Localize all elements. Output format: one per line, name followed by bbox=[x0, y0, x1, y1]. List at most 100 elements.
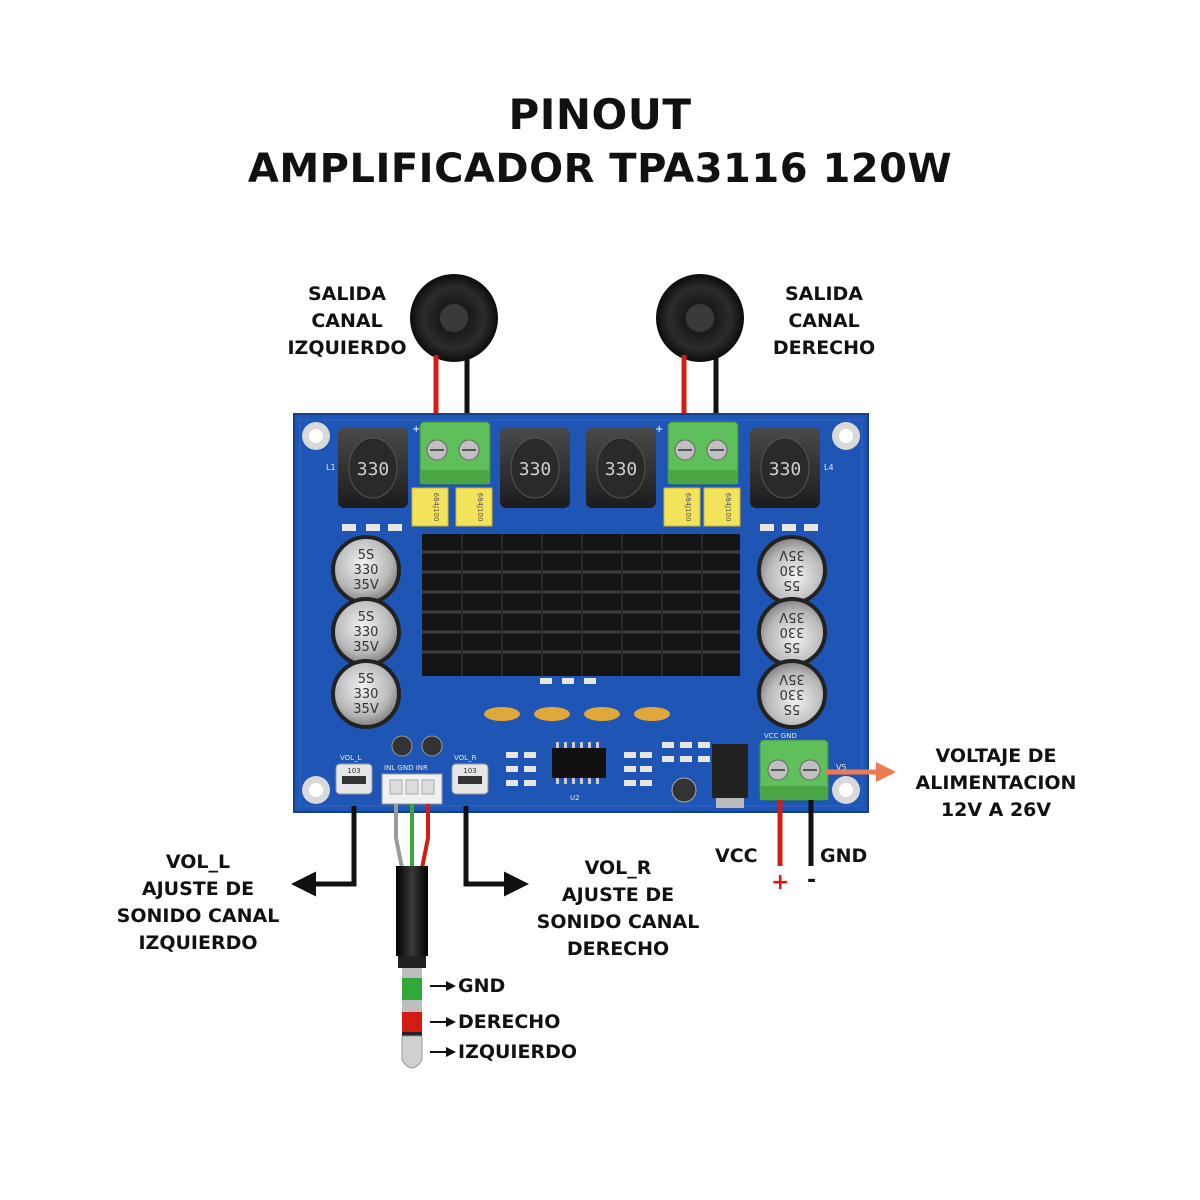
film-cap-marking: 684J100 bbox=[476, 493, 484, 522]
mounting-holes bbox=[302, 422, 860, 804]
pot-value: 103 bbox=[347, 767, 360, 775]
vol-left-line-4: IZQUIERDO bbox=[138, 932, 258, 954]
cap-marking: 35V bbox=[353, 640, 379, 655]
left-speaker bbox=[410, 274, 498, 362]
right-output-line-2: CANAL bbox=[788, 310, 860, 332]
left-output-terminal: + bbox=[412, 421, 491, 485]
heatsink bbox=[422, 534, 740, 676]
power-input-line-2: ALIMENTACION bbox=[915, 772, 1077, 794]
inductor-l2: 330 bbox=[500, 428, 570, 508]
cap-marking: 330 bbox=[354, 625, 379, 640]
capacitor-right-3: 5S 330 35V bbox=[757, 659, 827, 729]
cap-marking: 330 bbox=[354, 687, 379, 702]
vol-l-arrow bbox=[291, 806, 357, 897]
plus-mark: + bbox=[412, 424, 420, 435]
cap-marking: 35V bbox=[779, 609, 805, 624]
film-capacitors: 684J100 684J100 684J100 684J100 bbox=[411, 487, 741, 527]
silk-input-pins: INL GND INR bbox=[384, 764, 428, 772]
cap-marking: 5S bbox=[784, 701, 801, 716]
vol-right-label: VOL_R AJUSTE DE SONIDO CANAL DERECHO bbox=[520, 855, 716, 963]
vol-left-line-3: SONIDO CANAL bbox=[116, 905, 280, 927]
silk-chip: U2 bbox=[570, 794, 580, 802]
cap-marking: 35V bbox=[779, 547, 805, 562]
input-connector: INL GND INR bbox=[381, 764, 443, 805]
right-output-label: SALIDA CANAL DERECHO bbox=[740, 281, 908, 362]
capacitor-left-1: 5S 330 35V bbox=[331, 535, 401, 605]
right-output-line-3: DERECHO bbox=[772, 337, 876, 359]
jack-right-label: DERECHO bbox=[458, 1011, 561, 1033]
cap-marking: 330 bbox=[780, 624, 805, 639]
smd-ovals bbox=[484, 707, 670, 721]
pot-value: 103 bbox=[463, 767, 476, 775]
right-output-line-1: SALIDA bbox=[784, 283, 864, 305]
cap-marking: 5S bbox=[358, 548, 375, 563]
cap-marking: 5S bbox=[784, 577, 801, 592]
film-cap-marking: 684J100 bbox=[724, 493, 732, 522]
inductor-l1: 330 bbox=[338, 428, 408, 508]
title-line-1: PINOUT bbox=[508, 90, 692, 139]
power-input-line-3: 12V A 26V bbox=[940, 799, 1052, 821]
minus-sign: - bbox=[807, 868, 817, 893]
plus-sign: + bbox=[771, 870, 790, 895]
film-cap-marking: 684J100 bbox=[432, 493, 440, 522]
silk-power-pins: VCC GND bbox=[764, 732, 797, 740]
electrolytic-capacitors: 5S 330 35V 5S 330 35V 5S 330 35V 5S 330 … bbox=[331, 535, 827, 729]
capacitor-left-3: 5S 330 35V bbox=[331, 659, 401, 729]
cap-marking: 35V bbox=[353, 702, 379, 717]
audio-jack bbox=[396, 866, 428, 1069]
jack-gnd-label: GND bbox=[458, 975, 506, 997]
inductors: 330 330 330 330 L1 L4 bbox=[326, 428, 834, 508]
cap-marking: 5S bbox=[358, 610, 375, 625]
vol-right-line-1: VOL_R bbox=[584, 857, 652, 879]
small-capacitors bbox=[391, 735, 697, 803]
vol-right-line-2: AJUSTE DE bbox=[561, 884, 675, 906]
cap-marking: 330 bbox=[354, 563, 379, 578]
right-output-terminal: + bbox=[655, 421, 739, 485]
inductor-marking: 330 bbox=[357, 459, 390, 480]
capacitor-right-2: 5S 330 35V bbox=[757, 597, 827, 667]
cap-marking: 35V bbox=[353, 578, 379, 593]
capacitor-right-1: 5S 330 35V bbox=[757, 535, 827, 605]
vol-r-potentiometer: 103 VOL_R bbox=[451, 754, 489, 795]
power-wires bbox=[777, 800, 814, 866]
power-input-label: VOLTAJE DE ALIMENTACION 12V A 26V bbox=[896, 743, 1096, 824]
left-output-line-2: CANAL bbox=[311, 310, 383, 332]
film-cap-marking: 684J100 bbox=[684, 493, 692, 522]
left-output-label: SALIDA CANAL IZQUIERDO bbox=[262, 281, 432, 362]
cap-marking: 5S bbox=[358, 672, 375, 687]
vol-left-label: VOL_L AJUSTE DE SONIDO CANAL IZQUIERDO bbox=[100, 849, 296, 957]
inductor-marking: 330 bbox=[769, 459, 802, 480]
cap-marking: 35V bbox=[779, 671, 805, 686]
jack-pin-arrows bbox=[430, 981, 456, 1057]
jack-left-label: IZQUIERDO bbox=[458, 1041, 578, 1063]
silk-v5: V5 bbox=[836, 763, 847, 772]
vol-right-line-4: DERECHO bbox=[566, 938, 670, 960]
input-wires bbox=[394, 804, 430, 869]
capacitor-left-2: 5S 330 35V bbox=[331, 597, 401, 667]
silk-l4: L4 bbox=[824, 463, 834, 472]
gnd-power-label: GND bbox=[820, 845, 868, 867]
right-speaker bbox=[656, 274, 744, 362]
smd-components bbox=[342, 524, 818, 786]
inductor-l3: 330 bbox=[586, 428, 656, 508]
cap-marking: 330 bbox=[780, 686, 805, 701]
silk-vol-l: VOL_L bbox=[340, 754, 362, 762]
vol-left-line-1: VOL_L bbox=[165, 851, 231, 873]
left-output-line-1: SALIDA bbox=[307, 283, 387, 305]
silk-l1: L1 bbox=[326, 463, 336, 472]
inductor-l4: 330 bbox=[750, 428, 820, 508]
plus-mark: + bbox=[655, 424, 663, 435]
regulator bbox=[712, 744, 748, 808]
chip-u2: U2 bbox=[552, 742, 606, 802]
cap-marking: 330 bbox=[780, 562, 805, 577]
silk-vol-r: VOL_R bbox=[454, 754, 477, 762]
vcc-label: VCC bbox=[715, 845, 758, 867]
left-output-line-3: IZQUIERDO bbox=[287, 337, 407, 359]
title-line-2: AMPLIFICADOR TPA3116 120W bbox=[247, 146, 953, 192]
inductor-marking: 330 bbox=[519, 459, 552, 480]
cap-marking: 5S bbox=[784, 639, 801, 654]
vol-right-line-3: SONIDO CANAL bbox=[536, 911, 700, 933]
vol-r-arrow bbox=[463, 806, 529, 897]
power-input-line-1: VOLTAJE DE bbox=[935, 745, 1057, 767]
